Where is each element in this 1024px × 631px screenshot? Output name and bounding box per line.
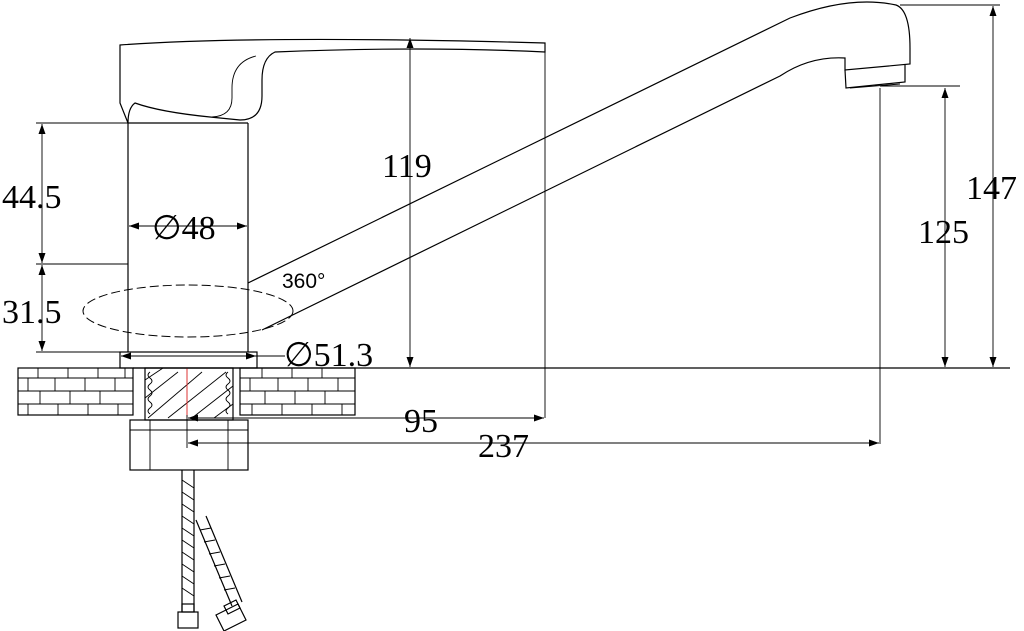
- diameter-symbol: ∅: [152, 210, 182, 247]
- left-height-dimensions: [36, 122, 128, 353]
- dim-outlet-height: 125: [918, 214, 969, 251]
- dim-lever-height: 119: [382, 148, 432, 185]
- mounting-stud: [144, 367, 234, 421]
- countertop: [17, 367, 1010, 416]
- dim-line-lever-reach: [186, 414, 544, 448]
- dim-line-outlet-height: [879, 85, 960, 444]
- dim-body-diameter: ∅48: [152, 210, 216, 247]
- dim-body-height: 44.5: [2, 179, 62, 216]
- dim-line-total-height: [900, 4, 1000, 367]
- rotation-ellipse: [82, 284, 294, 338]
- spout: [247, 1, 911, 331]
- dim-base-diameter: ∅51.3: [284, 337, 373, 374]
- dim-body-diameter-value: 48: [182, 210, 216, 247]
- dim-spout-reach: 237: [478, 428, 529, 465]
- dim-base-height: 31.5: [2, 294, 62, 331]
- supply-hoses: [177, 470, 247, 631]
- dim-base-diameter-value: 51.3: [314, 337, 374, 374]
- dim-lever-reach: 95: [404, 403, 438, 440]
- diameter-symbol-2: ∅: [284, 337, 314, 374]
- dim-total-height: 147: [966, 170, 1017, 207]
- faucet-body: [119, 122, 258, 369]
- dim-line-lever-height: [406, 38, 546, 418]
- rotation-label: 360°: [282, 270, 325, 293]
- lever-handle: [119, 38, 546, 124]
- mounting-nut: [129, 419, 249, 471]
